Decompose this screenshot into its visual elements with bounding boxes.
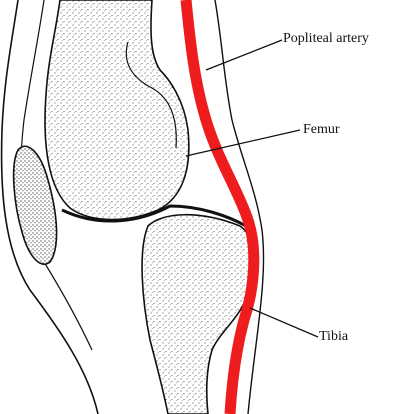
leader-popliteal-artery (206, 40, 282, 70)
femur-bone (45, 0, 189, 220)
leader-tibia (250, 308, 318, 337)
leader-femur (186, 130, 300, 156)
label-tibia: Tibia (319, 330, 348, 344)
label-femur: Femur (303, 123, 340, 137)
label-popliteal-artery: Popliteal artery (283, 32, 369, 46)
